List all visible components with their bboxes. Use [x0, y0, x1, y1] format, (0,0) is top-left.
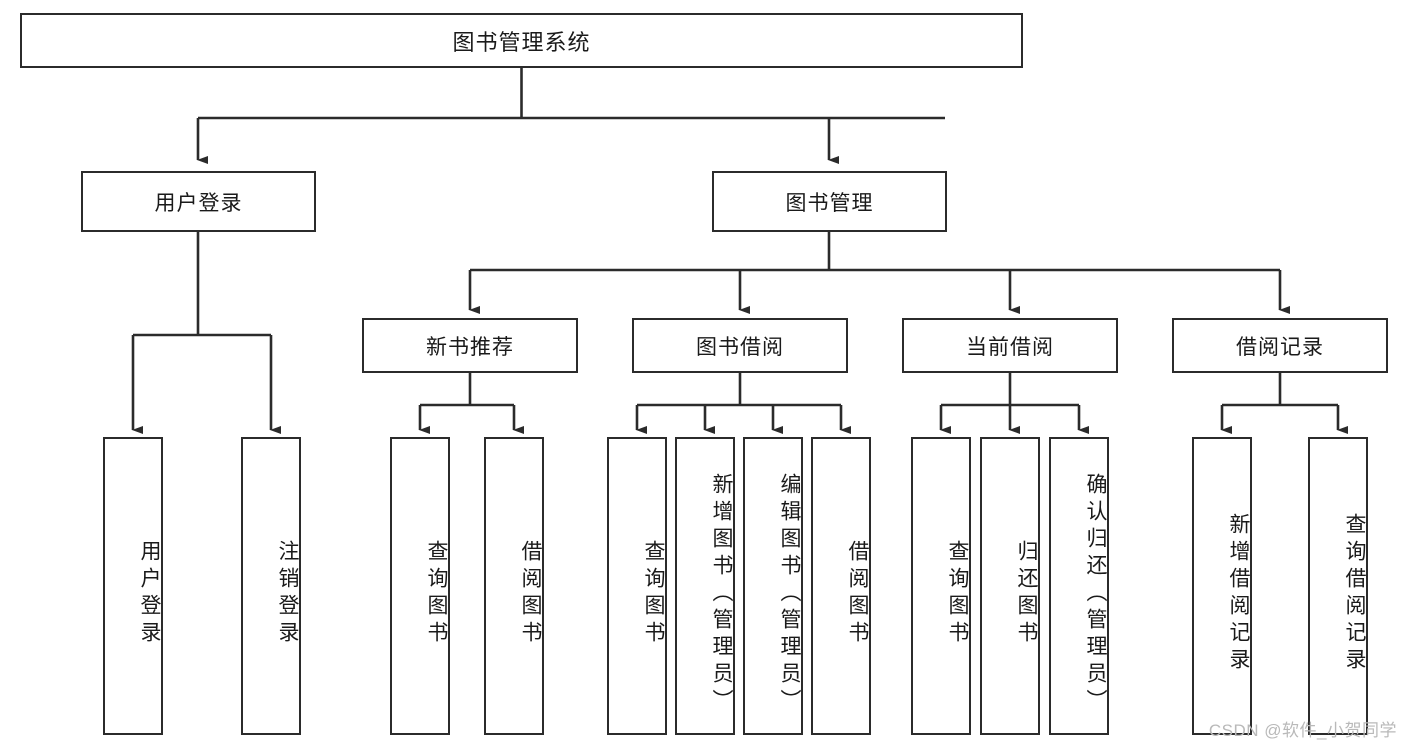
node-label: 确认归还（管理员） [1084, 472, 1107, 716]
node-label: 图书管理系统 [452, 29, 591, 55]
leaf-recommend-borrow-book[interactable]: 借阅图书 [484, 437, 544, 735]
leaf-borrow-add-book-admin[interactable]: 新增图书（管理员） [675, 437, 735, 735]
leaf-user-logout[interactable]: 注销登录 [241, 437, 301, 735]
node-label: 查询图书 [425, 540, 448, 648]
node-new-book-recommend[interactable]: 新书推荐 [362, 318, 578, 373]
node-label: 当前借阅 [966, 335, 1054, 359]
node-label: 新增图书（管理员） [710, 472, 733, 716]
leaf-record-add-borrow-record[interactable]: 新增借阅记录 [1192, 437, 1252, 735]
node-label: 图书借阅 [696, 335, 784, 359]
leaf-user-login[interactable]: 用户登录 [103, 437, 163, 735]
node-label: 借阅记录 [1236, 335, 1324, 359]
node-current-borrow[interactable]: 当前借阅 [902, 318, 1118, 373]
node-label: 借阅图书 [846, 540, 869, 648]
node-label: 注销登录 [276, 540, 299, 648]
node-user-login[interactable]: 用户登录 [81, 171, 316, 232]
leaf-borrow-borrow-book[interactable]: 借阅图书 [811, 437, 871, 735]
node-label: 用户登录 [138, 540, 161, 648]
node-label: 借阅图书 [519, 540, 542, 648]
node-label: 图书管理 [785, 191, 874, 215]
leaf-record-query-borrow-record[interactable]: 查询借阅记录 [1308, 437, 1368, 735]
leaf-current-query-book[interactable]: 查询图书 [911, 437, 971, 735]
node-label: 查询图书 [946, 540, 969, 648]
leaf-current-confirm-return-admin[interactable]: 确认归还（管理员） [1049, 437, 1109, 735]
node-label: 查询图书 [642, 540, 665, 648]
node-book-borrow[interactable]: 图书借阅 [632, 318, 848, 373]
leaf-borrow-query-book[interactable]: 查询图书 [607, 437, 667, 735]
node-label: 归还图书 [1015, 540, 1038, 648]
leaf-borrow-edit-book-admin[interactable]: 编辑图书（管理员） [743, 437, 803, 735]
node-label: 新增借阅记录 [1227, 513, 1250, 675]
leaf-current-return-book[interactable]: 归还图书 [980, 437, 1040, 735]
node-root-system[interactable]: 图书管理系统 [20, 13, 1023, 68]
node-label: 用户登录 [154, 191, 243, 215]
node-borrow-record[interactable]: 借阅记录 [1172, 318, 1388, 373]
leaf-recommend-query-book[interactable]: 查询图书 [390, 437, 450, 735]
node-book-management[interactable]: 图书管理 [712, 171, 947, 232]
node-label: 新书推荐 [426, 335, 514, 359]
node-label: 编辑图书（管理员） [778, 472, 801, 716]
node-label: 查询借阅记录 [1343, 513, 1366, 675]
csdn-watermark: CSDN @软件_小贺同学 [1208, 721, 1397, 740]
